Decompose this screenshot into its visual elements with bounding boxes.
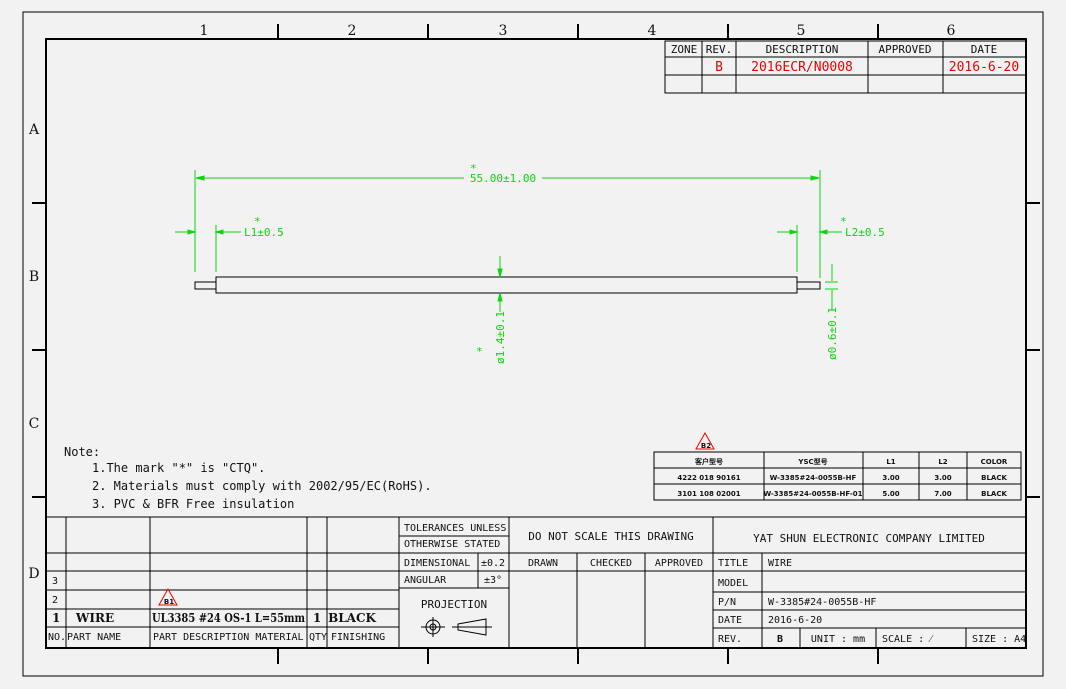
angular-tolerance: ±3° [484,575,502,586]
model-label: MODEL [718,578,748,589]
rev-label: REV. [718,634,742,645]
conductor-diameter-dimension: ø0.6±0.1 [826,307,839,360]
dimension-lines [175,170,842,312]
b2-badge: B2 [701,442,711,450]
zone-row-d: D [28,566,39,582]
bom-header-finish: FINISHING [331,632,385,643]
zone-row-c: C [29,416,40,432]
rev-description: 2016ECR/N0008 [751,60,853,75]
b1-triangle-icon [158,587,178,606]
rev-header-zone: ZONE [671,43,698,56]
company-name: YAT SHUN ELECTRONIC COMPANY LIMITED [753,532,985,545]
title-block [46,516,1026,648]
variant-r1-l1: 3.00 [882,474,899,482]
zone-col-2: 2 [348,23,357,39]
scale-label: SCALE : ⁄ [882,634,934,645]
ctq-mark-l1: * [254,215,261,228]
rev-header-date: DATE [971,43,998,56]
variant-r2-l1: 5.00 [882,490,899,498]
zone-row-a: A [28,122,40,138]
dimensional-label: DIMENSIONAL [404,558,470,569]
approved-label: APPROVED [655,558,703,569]
variant-r1-color: BLACK [981,474,1007,482]
rev-date: 2016-6-20 [949,60,1019,75]
bom-item-name: WIRE [75,611,114,625]
bom-item-finish: BLACK [328,611,376,625]
note-1: 1.The mark "*" is "CTQ". [92,461,265,475]
variant-r2-ysc-pn: W-3385#24-0055B-HF-01 [763,490,862,498]
drawn-label: DRAWN [528,558,558,569]
date-value: 2016-6-20 [768,615,822,626]
ctq-mark-length: * [470,162,477,175]
notes-title: Note: [64,445,100,459]
rev-value: B [715,60,723,75]
size-label: SIZE : A4 [972,634,1026,645]
variant-r1-customer-pn: 4222 018 90161 [677,474,740,482]
pn-value: W-3385#24-0055B-HF [768,597,876,608]
wire-drawing [194,276,821,294]
b1-badge: B1 [164,598,174,606]
rev-header-description: DESCRIPTION [766,43,839,56]
title-label: TITLE [718,558,748,569]
bom-row-num-3: 3 [52,576,58,587]
bom-header-no: NO. [48,632,66,643]
revision-table [664,40,1027,94]
length-dimension: 55.00±1.00 [470,172,536,185]
variant-r1-ysc-pn: W-3385#24-0055B-HF [770,474,857,482]
unit-label: UNIT : mm [811,634,865,645]
do-not-scale-notice: DO NOT SCALE THIS DRAWING [528,530,694,543]
dimensional-tolerance: ±0.2 [481,558,505,569]
ctq-mark-diameter: * [476,345,483,358]
rev-header-rev: REV. [706,43,733,56]
bom-header-name: PART NAME [67,632,121,643]
variant-r2-l2: 7.00 [934,490,951,498]
b2-triangle-icon [695,431,715,450]
title-value: WIRE [768,558,792,569]
zone-ticks [32,24,1040,664]
tolerances-label: TOLERANCES UNLESS [404,523,506,534]
variant-header-l2: L2 [938,458,947,466]
bom-item-qty: 1 [313,611,321,625]
otherwise-label: OTHERWISE STATED [404,539,500,550]
note-2: 2. Materials must comply with 2002/95/EC… [92,479,432,493]
variant-r2-color: BLACK [981,490,1007,498]
zone-col-6: 6 [947,23,956,39]
variant-header-customer-pn: 客户型号 [694,457,723,466]
outer-border [22,11,1044,677]
outer-diameter-dimension: ø1.4±0.1 [494,311,507,364]
bom-header-desc: PART DESCRIPTION MATERIAL [153,632,304,643]
rev-value-block: B [777,634,783,645]
variant-r2-customer-pn: 3101 108 02001 [677,490,740,498]
zone-col-1: 1 [200,23,209,39]
projection-symbol-icon [421,617,492,637]
variant-header-ysc-pn: YSC型号 [797,457,827,466]
variant-header-l1: L1 [886,458,895,466]
projection-label: PROJECTION [421,598,487,611]
zone-col-3: 3 [499,23,508,39]
checked-label: CHECKED [590,558,632,569]
note-3: 3. PVC & BFR Free insulation [92,497,294,511]
bom-item-no: 1 [52,611,60,625]
bom-row-num-2: 2 [52,595,58,606]
ctq-mark-l2: * [840,215,847,228]
angular-label: ANGULAR [404,575,447,586]
zone-row-b: B [29,269,39,285]
zone-col-5: 5 [797,23,806,39]
rev-header-approved: APPROVED [879,43,932,56]
l1-dimension: L1±0.5 [244,226,284,239]
variant-r1-l2: 3.00 [934,474,951,482]
variant-table [653,451,1022,501]
bom-header-qty: QTY [309,632,327,643]
l2-dimension: L2±0.5 [845,226,885,239]
pn-label: P/N [718,597,736,608]
variant-header-color: COLOR [981,458,1008,466]
inner-frame [45,38,1027,649]
date-label: DATE [718,615,742,626]
zone-col-4: 4 [648,23,657,39]
bom-item-description: UL3385 #24 OS-1 L=55mm [152,611,305,625]
